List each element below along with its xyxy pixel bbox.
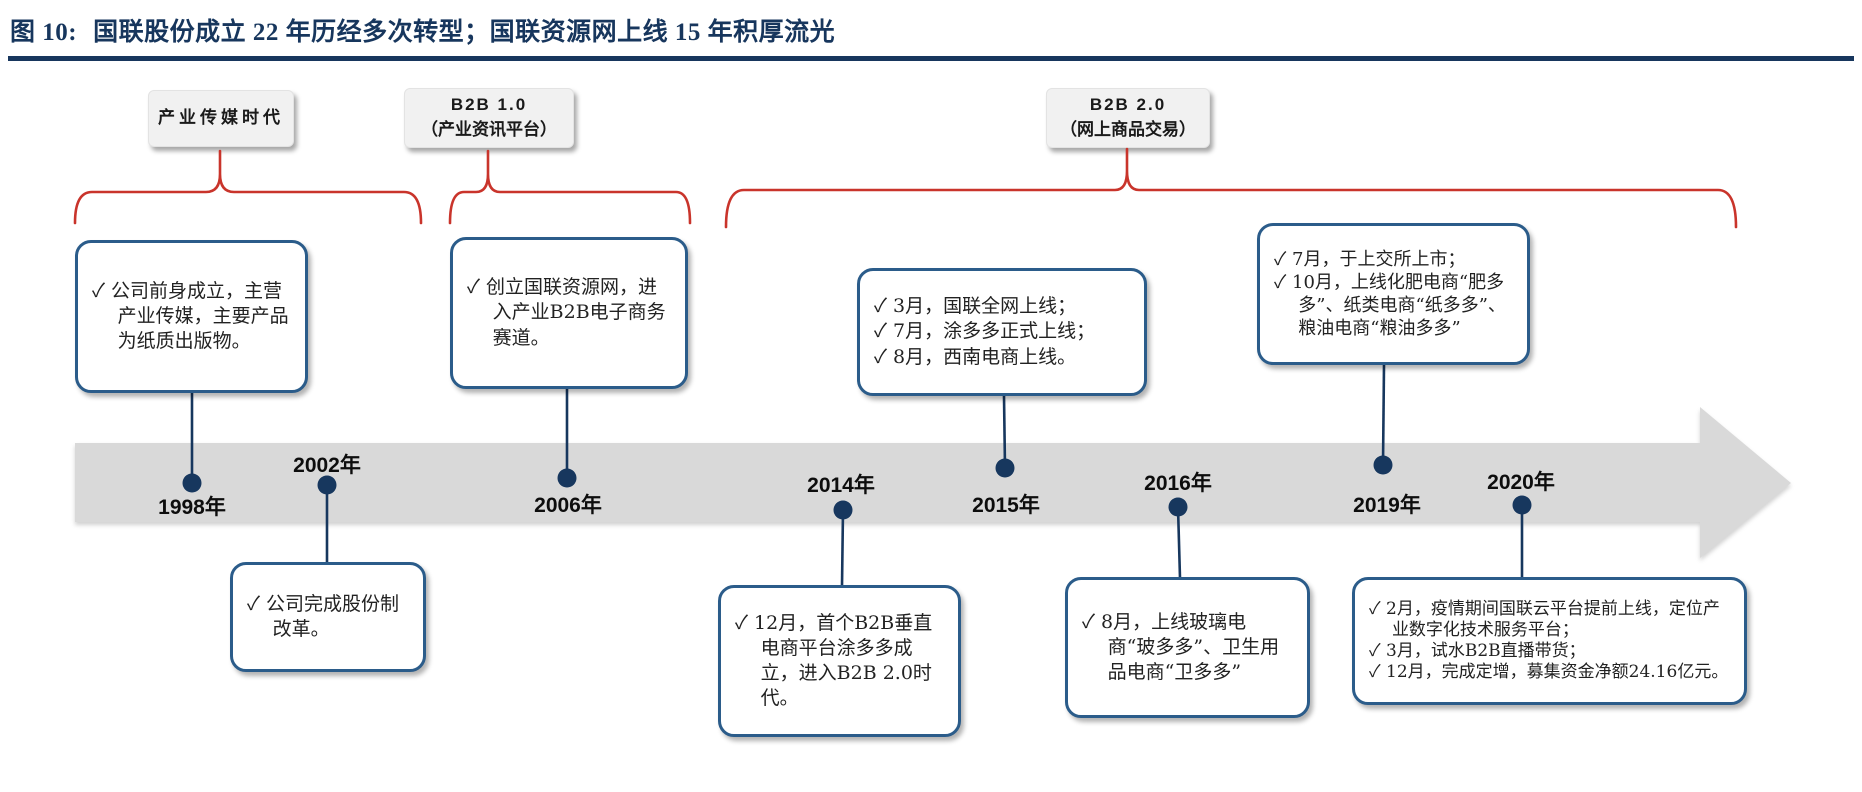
connector-2019 [1381,364,1386,466]
year-label-2014: 2014年 [807,474,875,497]
event-box-2019: ✓ 7月，于上交所上市； ✓ 10月，上线化肥电商“肥多多”、纸类电商“纸多多”… [1257,223,1530,365]
event-item: ✓ 3月，试水B2B直播带货； [1369,641,1586,661]
event-box-2014: ✓ 12月，首个B2B垂直电商平台涂多多成立，进入B2B 2.0时代。 [718,585,961,737]
era-label-text: B2B 1.0 [450,95,528,115]
year-label-2006: 2006年 [534,494,602,517]
event-box-2006: ✓ 创立国联资源网，进入产业B2B电子商务赛道。 [450,237,688,389]
event-item: ✓ 8月，西南电商上线。 [874,345,1077,368]
connector-2015 [1002,395,1007,469]
event-item: ✓ 公司前身成立，主营产业传媒，主要产品为纸质出版物。 [92,279,289,353]
event-box-2020: ✓ 2月，疫情期间国联云平台提前上线，定位产业数字化技术服务平台； ✓ 3月，试… [1352,577,1747,705]
event-item: ✓ 10月，上线化肥电商“肥多多”、纸类电商“纸多多”、粮油电商“粮油多多” [1274,271,1506,340]
timeline-dot-1998 [182,473,202,493]
event-item: ✓ 2月，疫情期间国联云平台提前上线，定位产业数字化技术服务平台； [1369,598,1720,640]
year-label-1998: 1998年 [158,496,226,519]
event-item: ✓ 3月，国联全网上线； [874,295,1077,318]
year-label-2016: 2016年 [1144,472,1212,495]
figure-number-label: 图 10: [10,19,78,46]
connector-2016 [1176,506,1182,579]
year-label-2020: 2020年 [1487,471,1555,494]
era-brace-b2b-2-0 [724,147,1738,229]
timeline-dot-2015 [995,458,1015,478]
event-item: ✓ 12月，完成定增，募集资金净额24.16亿元。 [1369,662,1729,683]
event-item: ✓ 公司完成股份制改革。 [247,592,400,640]
era-label-text: B2B 2.0 [1089,95,1167,115]
timeline-dot-2006 [557,468,577,488]
timeline-arrow [75,407,1791,558]
event-item: ✓ 12月，首个B2B垂直电商平台涂多多成立，进入B2B 2.0时代。 [735,611,933,710]
year-label-2002: 2002年 [293,454,361,477]
era-brace-industry-media [73,149,423,225]
timeline-dot-2020 [1512,495,1532,515]
era-brace-b2b-1-0 [448,149,692,225]
era-label-b2b-1-0: B2B 1.0 （产业资讯平台） [404,88,574,148]
era-label-b2b-2-0: B2B 2.0 （网上商品交易） [1046,88,1210,148]
title-divider [8,56,1854,61]
era-label-subtext: （产业资讯平台） [421,120,557,139]
event-box-1998: ✓ 公司前身成立，主营产业传媒，主要产品为纸质出版物。 [75,240,308,393]
era-label-subtext: （网上商品交易） [1060,120,1196,139]
event-item: ✓ 7月，涂多多正式上线； [874,320,1096,343]
figure-title-text: 国联股份成立 22 年历经多次转型；国联资源网上线 15 年积厚流光 [93,19,836,46]
event-box-2016: ✓ 8月，上线玻璃电商“玻多多”、卫生用品电商“卫多多” [1065,577,1310,718]
figure-title: 图 10: 国联股份成立 22 年历经多次转型；国联资源网上线 15 年积厚流光 [10,12,835,48]
era-label-industry-media: 产业传媒时代 [148,90,294,147]
connector-2014 [840,509,845,587]
event-item: ✓ 7月，于上交所上市； [1274,248,1466,270]
event-item: ✓ 8月，上线玻璃电商“玻多多”、卫生用品电商“卫多多” [1082,610,1280,684]
year-label-2019: 2019年 [1353,494,1421,517]
era-label-text: 产业传媒时代 [158,108,284,128]
timeline-dot-2014 [833,500,853,520]
year-label-2015: 2015年 [972,494,1040,517]
event-box-2002: ✓ 公司完成股份制改革。 [230,562,426,672]
timeline-dot-2019 [1373,455,1393,475]
timeline-dot-2016 [1168,497,1188,517]
event-item: ✓ 创立国联资源网，进入产业B2B电子商务赛道。 [467,276,666,349]
event-box-2015: ✓ 3月，国联全网上线； ✓ 7月，涂多多正式上线； ✓ 8月，西南电商上线。 [857,268,1147,396]
timeline-dot-2002 [317,475,337,495]
